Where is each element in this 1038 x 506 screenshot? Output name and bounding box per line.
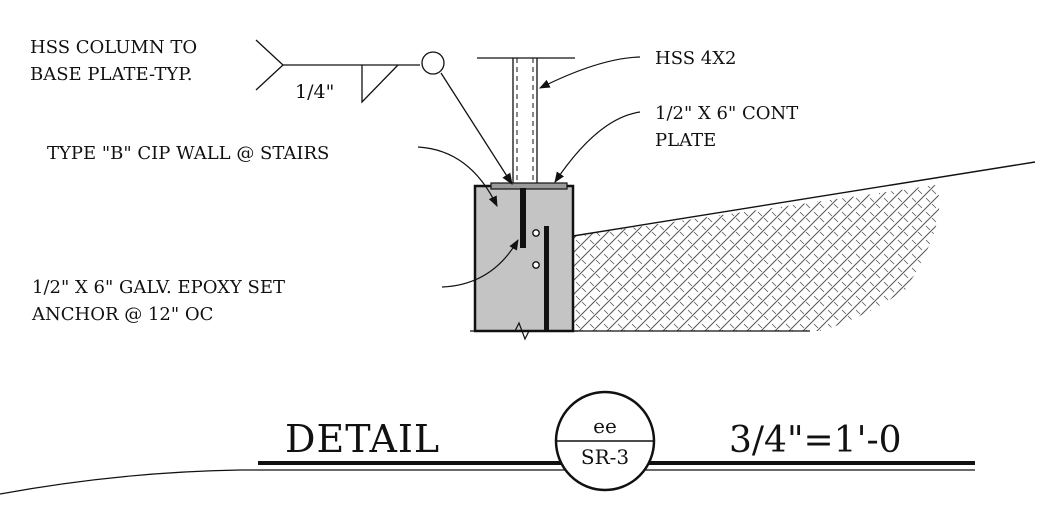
- rebar-dot-2: [532, 261, 540, 269]
- weld-symbol: [255, 39, 513, 185]
- weld-note-line1: HSS COLUMN TO: [30, 37, 197, 58]
- detail-title: DETAIL: [285, 417, 440, 461]
- weld-note-line2: BASE PLATE-TYP.: [30, 64, 193, 85]
- detail-scale: 3/4"=1'-0: [729, 420, 902, 461]
- plate-leader: [554, 111, 641, 183]
- anchor-leader: [441, 239, 519, 288]
- anchor-rod: [520, 188, 526, 248]
- wall-label: TYPE "B" CIP WALL @ STAIRS: [47, 143, 329, 164]
- wall-leader: [417, 146, 498, 207]
- grade-line: [572, 161, 1036, 237]
- plate-label-line2: PLATE: [655, 130, 716, 151]
- detail-id: ee: [593, 414, 617, 438]
- rebar-vertical: [544, 226, 549, 330]
- base-plate: [490, 182, 568, 190]
- weld-size: 1/4": [295, 81, 334, 103]
- detail-sheet: SR-3: [581, 445, 629, 469]
- anchor-label-line1: 1/2" X 6" GALV. EPOXY SET: [32, 277, 285, 298]
- anchor-label-line2: ANCHOR @ 12" OC: [31, 304, 213, 325]
- plate-label-line1: 1/2" X 6" CONT: [655, 103, 798, 124]
- wall-break-line: [470, 321, 578, 341]
- earth-fill: [573, 185, 940, 331]
- hss-label: HSS 4X2: [655, 48, 736, 69]
- hss-column: [477, 57, 575, 183]
- hss-leader: [539, 56, 641, 89]
- rebar-dot-1: [532, 229, 540, 237]
- title-block: [0, 390, 975, 495]
